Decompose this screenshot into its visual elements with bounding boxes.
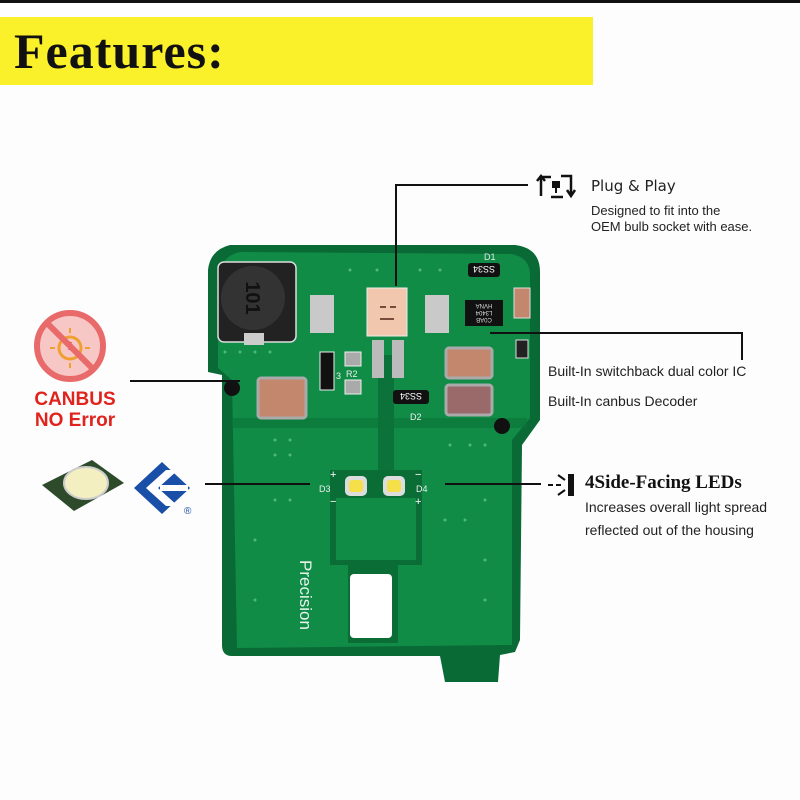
plug-play-desc-1: Designed to fit into the bbox=[591, 203, 721, 218]
plug-play-title: Plug & Play bbox=[591, 177, 676, 195]
top-border bbox=[0, 0, 800, 3]
ic-chip bbox=[465, 300, 503, 326]
svg-text:C0AB: C0AB bbox=[476, 316, 492, 322]
canbus-label: CANBUS bbox=[34, 389, 116, 410]
svg-text:101: 101 bbox=[241, 281, 263, 314]
led-right-callout-line bbox=[445, 483, 541, 485]
side-leds-desc-1: Increases overall light spread bbox=[585, 499, 768, 515]
svg-text:D3: D3 bbox=[319, 484, 331, 494]
svg-text:HVNA: HVNA bbox=[476, 302, 493, 308]
plug-callout-line bbox=[395, 184, 397, 286]
led-left-callout-line bbox=[205, 483, 310, 485]
svg-text:3: 3 bbox=[336, 371, 341, 381]
plug-cycle-icon bbox=[536, 173, 577, 199]
plug-callout-line-h bbox=[395, 184, 528, 186]
svg-text:+: + bbox=[330, 469, 336, 481]
svg-text:®: ® bbox=[184, 506, 192, 517]
svg-text:−: − bbox=[330, 496, 336, 508]
mount-slot bbox=[350, 574, 392, 638]
ic-feature-1: Built-In switchback dual color IC bbox=[548, 363, 747, 379]
canbus-callout-line bbox=[130, 380, 240, 382]
side-led-icon bbox=[548, 474, 574, 496]
led-chip-image bbox=[42, 460, 124, 511]
page-title: Features: bbox=[14, 23, 225, 79]
svg-text:L3404: L3404 bbox=[475, 309, 492, 315]
ic-callout-line bbox=[490, 332, 743, 334]
side-leds-desc-2: reflected out of the housing bbox=[585, 522, 754, 538]
plug-play-desc-2: OEM bulb socket with ease. bbox=[591, 219, 753, 234]
svg-text:SS34: SS34 bbox=[400, 391, 422, 401]
svg-text:R2: R2 bbox=[346, 369, 358, 379]
brand-logo-icon: ® bbox=[134, 462, 192, 517]
no-warning-light-icon bbox=[34, 310, 106, 382]
svg-text:+: + bbox=[415, 496, 421, 508]
no-error-label: NO Error bbox=[34, 410, 116, 431]
svg-text:Precision: Precision bbox=[296, 560, 315, 630]
svg-text:D2: D2 bbox=[410, 412, 422, 422]
svg-text:SS34: SS34 bbox=[473, 264, 495, 274]
ic-callout-line-v bbox=[741, 332, 743, 360]
svg-text:D4: D4 bbox=[416, 484, 428, 494]
plug-connector bbox=[366, 287, 408, 337]
svg-text:−: − bbox=[415, 469, 421, 481]
ic-feature-2: Built-In canbus Decoder bbox=[548, 393, 698, 409]
side-leds-title: 4Side-Facing LEDs bbox=[585, 472, 742, 493]
features-banner bbox=[0, 17, 593, 85]
capacitor bbox=[256, 376, 308, 420]
svg-text:D1: D1 bbox=[484, 252, 496, 262]
